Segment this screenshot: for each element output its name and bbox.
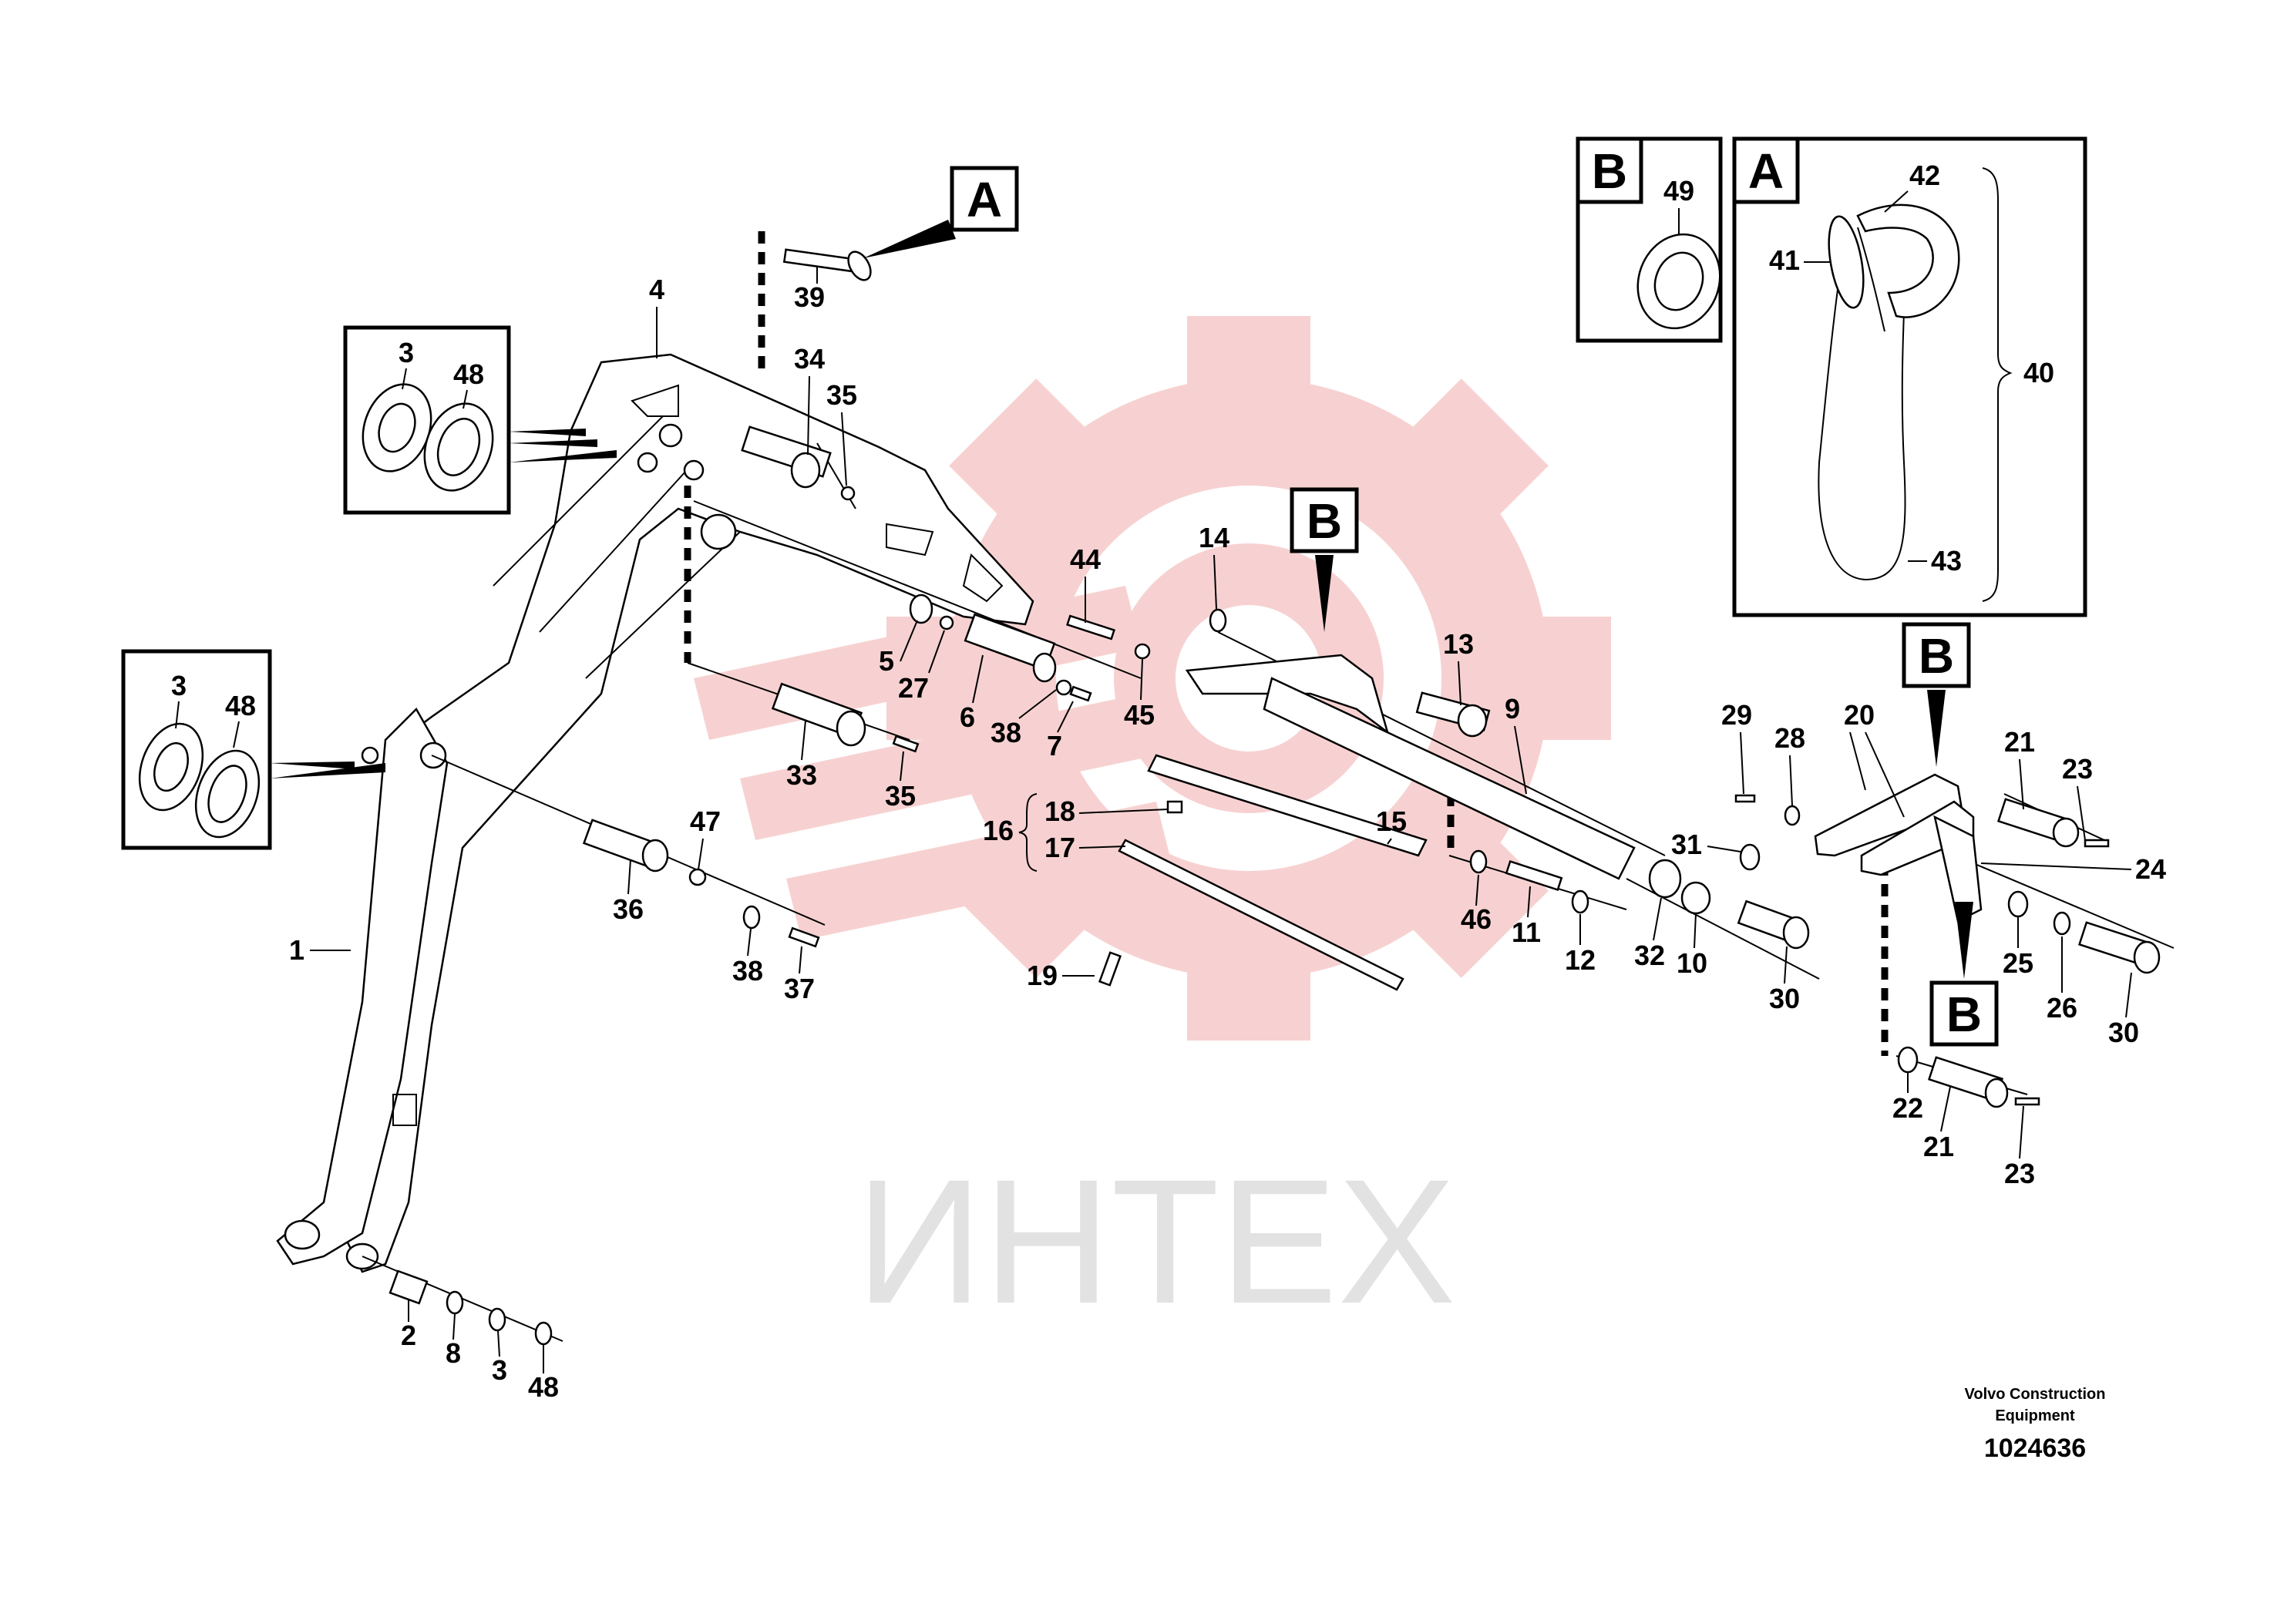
label-40: 40 [2023, 357, 2054, 388]
inset-left-top: 3 48 [343, 325, 617, 515]
label-12: 12 [1565, 944, 1596, 976]
label-3: 3 [171, 670, 187, 701]
watermark-text: ИНТЕХ [856, 1142, 1456, 1340]
label-25: 25 [2003, 947, 2033, 979]
callout-label: B [1919, 628, 1954, 684]
label-4: 4 [649, 274, 664, 305]
drawing-caption: Volvo Construction Equipment 1024636 [1965, 1386, 2106, 1463]
callout-b-mid: B [1290, 487, 1359, 632]
drawing-number: 1024636 [1984, 1434, 2086, 1463]
label-16: 16 [983, 815, 1014, 846]
caption-manufacturer: Volvo Construction [1965, 1386, 2106, 1403]
inset-b-letter: B [1592, 143, 1627, 199]
label-27: 27 [898, 672, 929, 704]
label-35: 35 [826, 379, 857, 411]
label-1: 1 [289, 934, 304, 966]
callout-label: B [1946, 987, 1982, 1042]
brace-icon [1982, 167, 2013, 602]
label-7: 7 [1047, 730, 1062, 762]
label-11: 11 [1512, 916, 1541, 948]
callout-label: B [1307, 493, 1342, 549]
label-9: 9 [1505, 693, 1520, 725]
callout-label: A [967, 172, 1002, 227]
label-32: 32 [1634, 940, 1665, 971]
label-46: 46 [1461, 903, 1492, 935]
callout-a-top: A [863, 166, 1019, 258]
callout-b-right-bottom: B [1929, 902, 1999, 1047]
label-48: 48 [528, 1371, 559, 1403]
label-28: 28 [1774, 722, 1805, 754]
label-23: 23 [2004, 1158, 2035, 1189]
caption-manufacturer-line2: Equipment [1995, 1407, 2075, 1424]
label-18: 18 [1044, 795, 1075, 827]
label-13: 13 [1443, 628, 1474, 660]
inset-left-mid: 3 48 [121, 649, 385, 850]
group-16: 16 18 17 [983, 793, 1169, 872]
label-35: 35 [885, 780, 916, 812]
callout-arrow-icon [1955, 902, 1973, 979]
label-6: 6 [960, 701, 975, 733]
label-24: 24 [2135, 853, 2166, 885]
label-23: 23 [2062, 753, 2093, 785]
label-48: 48 [225, 690, 256, 721]
label-10: 10 [1677, 947, 1707, 979]
parts [388, 248, 2161, 1346]
label-21: 21 [1923, 1131, 1954, 1162]
callout-arrow-icon [1927, 690, 1946, 767]
label-44: 44 [1070, 543, 1101, 575]
label-8: 8 [446, 1337, 461, 1369]
label-49: 49 [1663, 175, 1694, 207]
label-38: 38 [991, 717, 1021, 748]
label-43: 43 [1931, 545, 1962, 577]
inset-b: B 49 [1576, 136, 1723, 343]
label-29: 29 [1721, 699, 1752, 731]
label-21: 21 [2004, 726, 2035, 758]
label-48: 48 [453, 358, 484, 390]
label-3: 3 [492, 1354, 507, 1386]
label-38: 38 [732, 955, 763, 987]
label-17: 17 [1044, 832, 1075, 863]
part-labels: 1 2 8 3 48 4 39 34 35 5 27 6 38 7 44 45 … [289, 266, 2166, 1403]
label-30: 30 [2108, 1017, 2139, 1048]
inset-a-letter: A [1748, 143, 1784, 199]
label-39: 39 [794, 281, 825, 313]
label-15: 15 [1376, 805, 1407, 837]
label-41: 41 [1769, 244, 1800, 276]
label-36: 36 [613, 893, 644, 925]
boom-arm [276, 353, 1034, 1273]
label-37: 37 [784, 973, 815, 1004]
callout-arrow-icon [1315, 555, 1334, 632]
callout-b-right-top: B [1902, 622, 1971, 767]
label-22: 22 [1892, 1092, 1923, 1124]
label-14: 14 [1199, 522, 1229, 553]
label-34: 34 [794, 343, 825, 375]
label-30: 30 [1769, 983, 1800, 1014]
label-20: 20 [1844, 699, 1875, 731]
label-45: 45 [1124, 699, 1155, 731]
label-47: 47 [690, 805, 721, 837]
brace-icon [1018, 793, 1038, 872]
label-26: 26 [2047, 992, 2077, 1024]
label-5: 5 [879, 645, 894, 677]
label-31: 31 [1671, 829, 1702, 860]
label-3: 3 [399, 337, 414, 368]
inset-a: A 42 41 43 40 [1732, 136, 2087, 617]
dashed-leaders [684, 231, 1889, 1056]
callout-arrow-icon [863, 220, 956, 258]
label-33: 33 [786, 759, 817, 791]
label-2: 2 [401, 1320, 416, 1351]
label-19: 19 [1027, 960, 1058, 991]
label-42: 42 [1909, 160, 1940, 191]
